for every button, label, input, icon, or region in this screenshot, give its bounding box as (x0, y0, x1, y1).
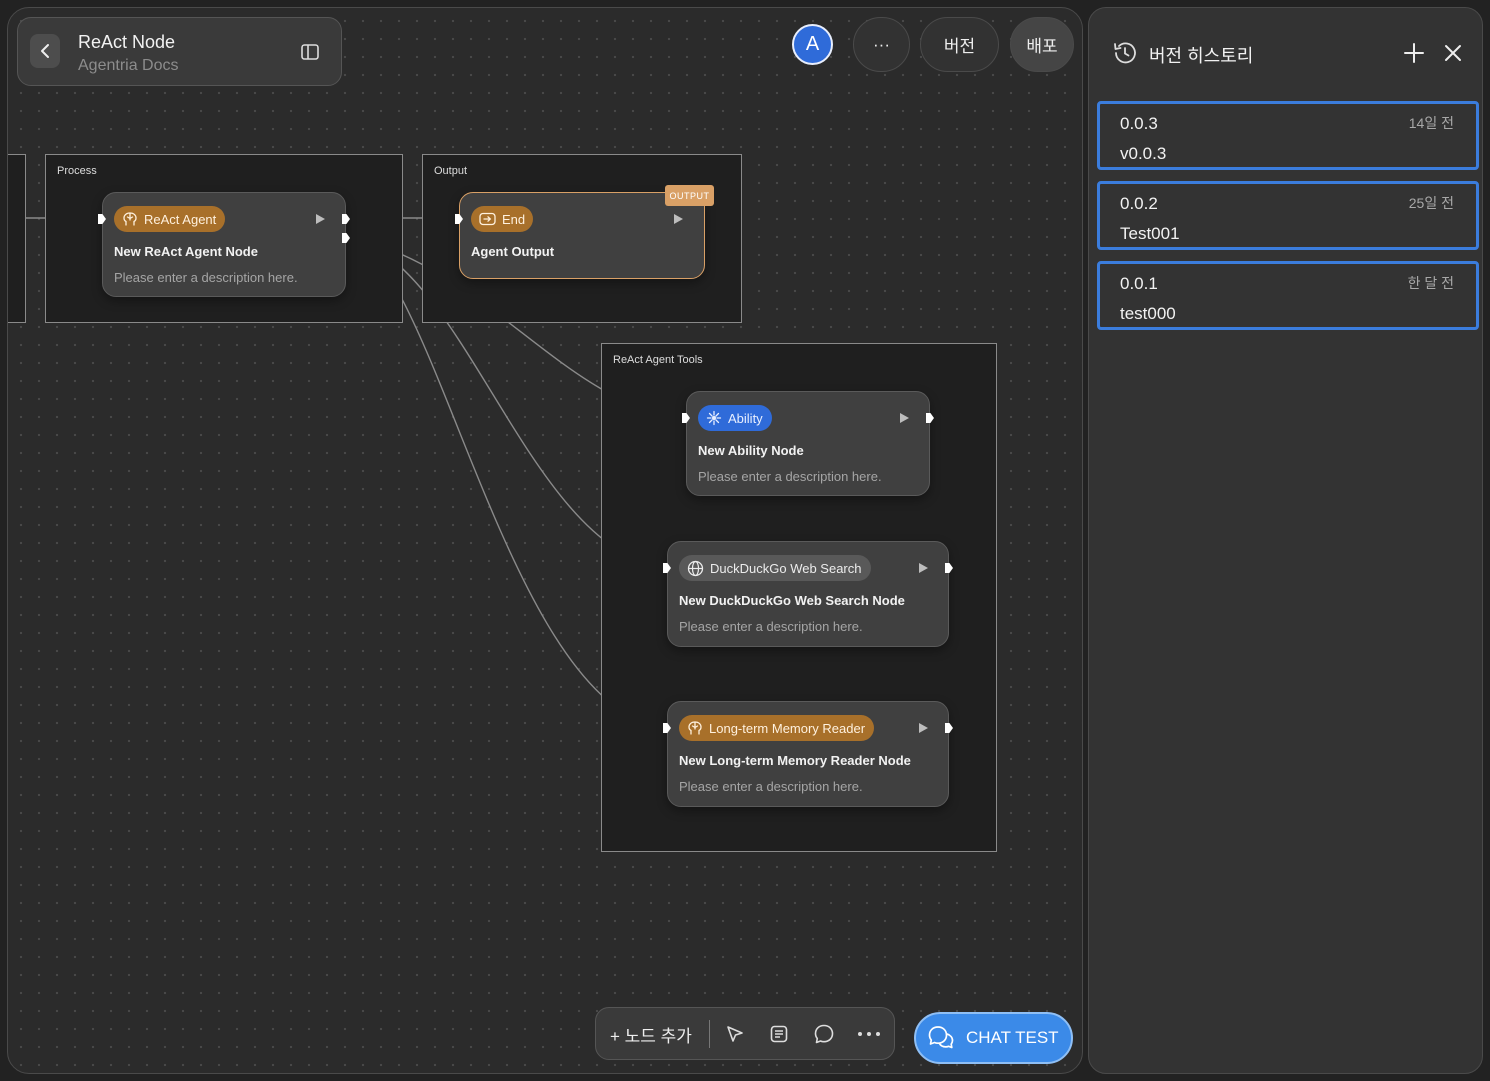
version-name: test000 (1120, 304, 1176, 323)
node-type-pill: DuckDuckGo Web Search (679, 555, 871, 581)
version-number: 0.0.2 (1120, 194, 1158, 213)
group-label: Process (57, 165, 97, 177)
node-type-label: End (502, 211, 526, 227)
node-type-pill: End (471, 206, 534, 232)
version-history-panel: 버전 히스토리 0.0.3 v0.0.3 14일 전 0.0.2 Test001… (1088, 7, 1483, 1074)
version-card[interactable]: 0.0.2 Test001 25일 전 (1097, 181, 1479, 250)
run-node-icon[interactable] (919, 723, 928, 733)
node-description: Please enter a description here. (679, 619, 863, 634)
version-time: 14일 전 (1408, 115, 1454, 131)
run-node-icon[interactable] (919, 563, 928, 573)
workflow-canvas[interactable]: ReAct Node Agentria Docs A ··· 버전 배포 Pro… (7, 7, 1083, 1074)
group-label: Output (434, 165, 468, 177)
workflow-subtitle: Agentria Docs (78, 57, 179, 74)
node-type-label: DuckDuckGo Web Search (710, 560, 862, 576)
chat-test-button[interactable]: CHAT TEST (914, 1012, 1073, 1064)
input-port[interactable] (682, 413, 690, 423)
user-avatar[interactable]: A (792, 24, 833, 65)
brain-icon (688, 721, 702, 735)
ability-icon (706, 410, 722, 426)
ability-node[interactable]: Ability New Ability Node Please enter a … (682, 391, 934, 496)
more-horizontal-icon (858, 1032, 880, 1036)
input-port[interactable] (455, 214, 463, 224)
comment-icon (814, 1024, 834, 1044)
output-badge: OUTPUT (665, 185, 714, 206)
node-title: New DuckDuckGo Web Search Node (679, 593, 905, 608)
version-number: 0.0.1 (1120, 274, 1158, 293)
exit-icon (479, 212, 496, 226)
output-port[interactable] (342, 214, 350, 224)
node-type-label: Long-term Memory Reader (709, 720, 866, 736)
node-type-pill: ReAct Agent (114, 206, 226, 232)
version-time: 25일 전 (1408, 195, 1454, 211)
node-description: Please enter a description here. (679, 779, 863, 794)
note-tool[interactable] (766, 1021, 792, 1047)
version-button[interactable]: 버전 (920, 17, 999, 72)
output-port[interactable] (926, 413, 934, 423)
node-description: Please enter a description here. (698, 469, 882, 484)
deploy-button[interactable]: 배포 (1010, 17, 1074, 72)
history-title: 버전 히스토리 (1149, 46, 1254, 66)
title-card: ReAct Node Agentria Docs (17, 17, 342, 86)
input-port[interactable] (663, 723, 671, 733)
workflow-title: ReAct Node (78, 32, 176, 52)
output-port[interactable] (945, 563, 953, 573)
react-agent-node[interactable]: ReAct Agent New ReAct Agent Node Please … (98, 192, 350, 297)
output-port[interactable] (945, 723, 953, 733)
version-time: 한 달 전 (1407, 275, 1454, 291)
run-node-icon[interactable] (900, 413, 909, 423)
tool-port[interactable] (342, 233, 350, 243)
node-type-label: Ability (728, 410, 763, 426)
group-label: ReAct Agent Tools (613, 354, 703, 366)
duckduckgo-node[interactable]: DuckDuckGo Web Search New DuckDuckGo Web… (663, 541, 953, 647)
toolbar-divider (709, 1020, 710, 1048)
bottom-toolbar: + 노드 추가 (595, 1007, 895, 1060)
more-button[interactable]: ··· (853, 17, 910, 72)
plus-icon[interactable] (1402, 41, 1426, 65)
node-title: New Ability Node (698, 443, 804, 458)
toolbar-more-button[interactable] (856, 1021, 882, 1047)
note-icon (770, 1025, 788, 1043)
input-port[interactable] (663, 563, 671, 573)
version-card[interactable]: 0.0.1 test000 한 달 전 (1097, 261, 1479, 330)
version-name: Test001 (1120, 224, 1180, 243)
node-title: New ReAct Agent Node (114, 244, 258, 259)
node-type-pill: Ability (698, 405, 772, 431)
chevron-left-icon (41, 44, 49, 58)
sidebar-toggle-icon[interactable] (300, 42, 320, 62)
close-icon[interactable] (1442, 42, 1464, 64)
run-node-icon[interactable] (316, 214, 325, 224)
history-icon (1114, 42, 1136, 64)
back-button[interactable] (30, 34, 60, 68)
chat-test-label: CHAT TEST (966, 1028, 1059, 1047)
globe-icon (687, 560, 704, 576)
node-type-pill: Long-term Memory Reader (679, 715, 875, 741)
version-number: 0.0.3 (1120, 114, 1158, 133)
end-node[interactable]: OUTPUT End Agent Output (455, 185, 714, 279)
node-title: Agent Output (471, 244, 555, 259)
memory-reader-node[interactable]: Long-term Memory Reader New Long-term Me… (663, 701, 953, 807)
brain-icon (123, 212, 137, 226)
input-group (8, 154, 26, 323)
node-description: Please enter a description here. (114, 270, 298, 285)
node-type-label: ReAct Agent (144, 211, 217, 227)
input-port[interactable] (98, 214, 106, 224)
version-name: v0.0.3 (1120, 144, 1167, 163)
version-card[interactable]: 0.0.3 v0.0.3 14일 전 (1097, 101, 1479, 170)
chat-bubbles-icon (928, 1026, 954, 1049)
comment-tool[interactable] (811, 1021, 837, 1047)
pointer-tool[interactable] (722, 1021, 748, 1047)
run-node-icon[interactable] (674, 214, 683, 224)
add-node-button[interactable]: + 노드 추가 (610, 1027, 692, 1046)
node-title: New Long-term Memory Reader Node (679, 753, 911, 768)
cursor-icon (727, 1026, 743, 1042)
